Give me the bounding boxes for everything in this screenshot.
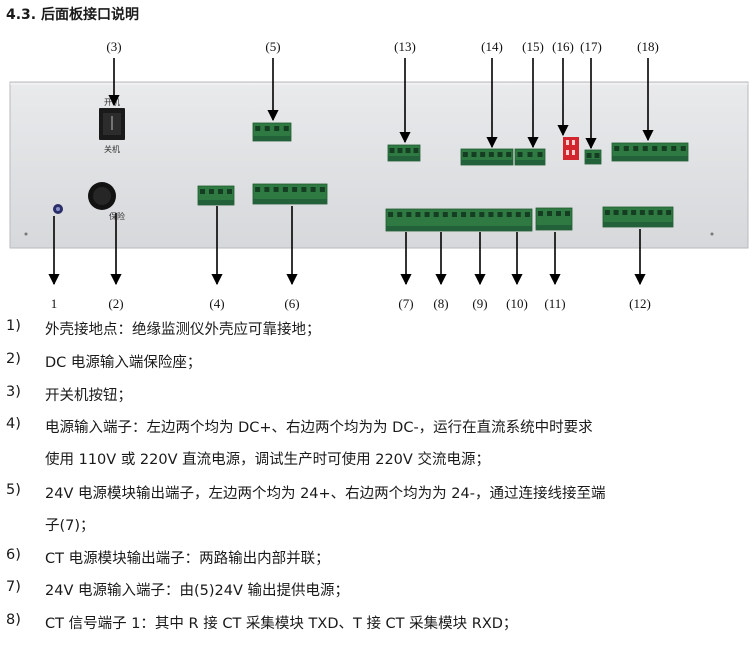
terminal-block: [535, 207, 573, 231]
top-callouts: (3) (5) (13) (14) (15) (16) (17) (18): [106, 39, 658, 54]
item-number: 3): [6, 384, 21, 400]
item-number: 5): [6, 482, 21, 498]
fuse-label: 保险: [109, 211, 125, 221]
item-text: 子(7)；: [45, 518, 95, 534]
terminal-block: [514, 148, 546, 166]
top-callout-label: (13): [394, 39, 416, 54]
terminal-block: [252, 122, 292, 142]
dip-switch[interactable]: [563, 137, 579, 160]
ground-terminal: [53, 204, 63, 214]
terminal-block: [584, 149, 602, 165]
item-number: 8): [6, 612, 21, 628]
item-number: 6): [6, 547, 21, 563]
terminal-block: [460, 148, 514, 166]
item-text: CT 信号端子 1：其中 R 接 CT 采集模块 TXD、T 接 CT 采集模块…: [45, 616, 518, 632]
top-callout-label: (3): [106, 39, 121, 54]
top-callout-label: (14): [481, 39, 503, 54]
rear-panel-diagram: 开机 关机 保险 (3)(5)(13)(14)(15)(16)(17)(18) …: [9, 39, 749, 311]
item-text: 外壳接地点：绝缘监测仪外壳应可靠接地；: [45, 322, 321, 338]
item-number: 4): [6, 416, 21, 432]
item-number: 2): [6, 351, 21, 367]
item-number: 1): [6, 318, 21, 334]
bottom-callout-label: (8): [433, 296, 448, 311]
bottom-callout-label: (6): [284, 296, 299, 311]
bottom-callout-label: (12): [629, 296, 651, 311]
bottom-callout-label: (10): [506, 296, 528, 311]
item-text: 24V 电源输入端子：由(5)24V 输出提供电源；: [45, 583, 349, 599]
top-callout-label: (15): [522, 39, 544, 54]
power-switch[interactable]: [99, 108, 125, 140]
bottom-callouts: 1 (2) (4) (6) (7) (8) (9) (10) (11) (12): [51, 296, 651, 311]
bottom-callout-label: 1: [51, 296, 58, 311]
item-text: 开关机按钮；: [45, 388, 132, 404]
switch-on-label: 开机: [104, 97, 120, 107]
top-callout-label: (16): [552, 39, 574, 54]
bottom-callout-label: (4): [209, 296, 224, 311]
bottom-callout-label: (9): [472, 296, 487, 311]
bottom-callout-label: (7): [398, 296, 413, 311]
item-text: 24V 电源模块输出端子，左边两个均为 24+、右边两个均为为 24-，通过连接…: [45, 486, 606, 502]
item-text: 使用 110V 或 220V 直流电源，调试生产时可使用 220V 交流电源；: [45, 452, 490, 468]
item-text: CT 电源模块输出端子：两路输出内部并联；: [45, 551, 330, 567]
top-callout-label: (18): [637, 39, 659, 54]
terminal-block: [387, 144, 421, 162]
fuse-holder[interactable]: [88, 182, 116, 210]
item-text: 电源输入端子：左边两个均为 DC+、右边两个均为为 DC-，运行在直流系统中时要…: [45, 420, 593, 436]
top-callout-label: (5): [265, 39, 280, 54]
switch-off-label: 关机: [104, 144, 120, 154]
terminal-block: [197, 185, 235, 206]
terminal-blocks: [197, 122, 689, 232]
terminal-block: [611, 142, 689, 162]
terminal-block: [385, 208, 533, 232]
callout-arrows: [48, 58, 654, 286]
top-callout-label: (17): [580, 39, 602, 54]
section-heading: 4.3. 后面板接口说明: [6, 7, 139, 23]
terminal-block: [602, 206, 674, 228]
terminal-block: [252, 183, 328, 205]
item-number: 7): [6, 579, 21, 595]
item-text: DC 电源输入端保险座；: [45, 355, 202, 371]
bottom-callout-label: (2): [108, 296, 123, 311]
bottom-callout-label: (11): [544, 296, 565, 311]
